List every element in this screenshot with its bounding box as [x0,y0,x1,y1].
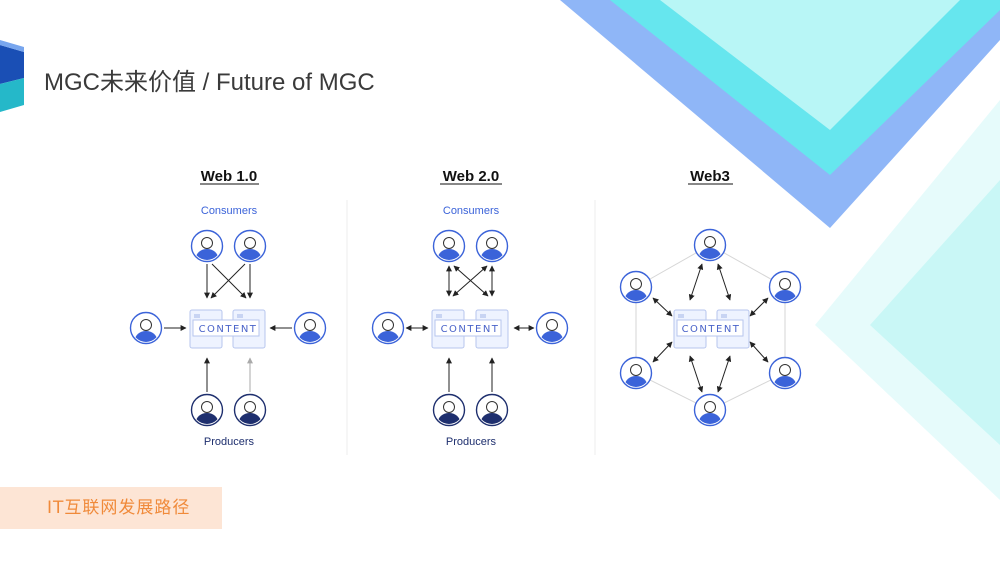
decor-light-cyan-band [660,0,960,130]
web1-consumer-icon [233,229,267,263]
producers-label-web2: Producers [446,436,497,448]
user-icons [129,228,802,427]
web1-consumer-icon [293,311,327,345]
content-box-web1: CONTENT [189,309,266,349]
web1-consumer-icon [129,311,163,345]
web2-producer-icon [475,393,509,427]
web3-user-icon [768,270,802,304]
decor-lighter-triangle [870,180,1000,445]
web1-producer-icon [233,393,267,427]
content-label-web1: CONTENT [199,324,258,335]
web2-consumer-icon [432,229,466,263]
web2-consumer-icon [475,229,509,263]
logo-shape-light [0,40,24,52]
web1-connections [164,263,292,392]
logo-shape-dark [0,45,24,84]
panel-title-web3: Web3 [690,168,730,185]
content-label-web2: CONTENT [441,324,500,335]
web2-consumer-icon [371,311,405,345]
web3-user-icon [619,270,653,304]
web3-user-icon [693,228,727,262]
web2-connections [405,265,535,392]
web3-user-icon [619,356,653,390]
web2-producer-icon [432,393,466,427]
content-box-web3: CONTENT [673,309,750,349]
slide-title: MGC未来价值 / Future of MGC [44,69,375,96]
panel-title-web2: Web 2.0 [443,168,499,185]
web1-producer-icon [190,393,224,427]
panel-title-web1: Web 1.0 [201,168,257,185]
footer-tag: IT互联网发展路径 [0,487,222,529]
web1-consumer-icon [190,229,224,263]
consumers-label-web1: Consumers [201,205,258,217]
consumers-label-web2: Consumers [443,205,500,217]
content-box-web2: CONTENT [431,309,509,349]
logo-shape-cyan [0,78,24,112]
content-label-web3: CONTENT [682,324,741,335]
web3-user-icon [768,356,802,390]
web3-user-icon [693,393,727,427]
web2-consumer-icon [535,311,569,345]
web3-connections [652,263,769,393]
producers-label-web1: Producers [204,436,255,448]
